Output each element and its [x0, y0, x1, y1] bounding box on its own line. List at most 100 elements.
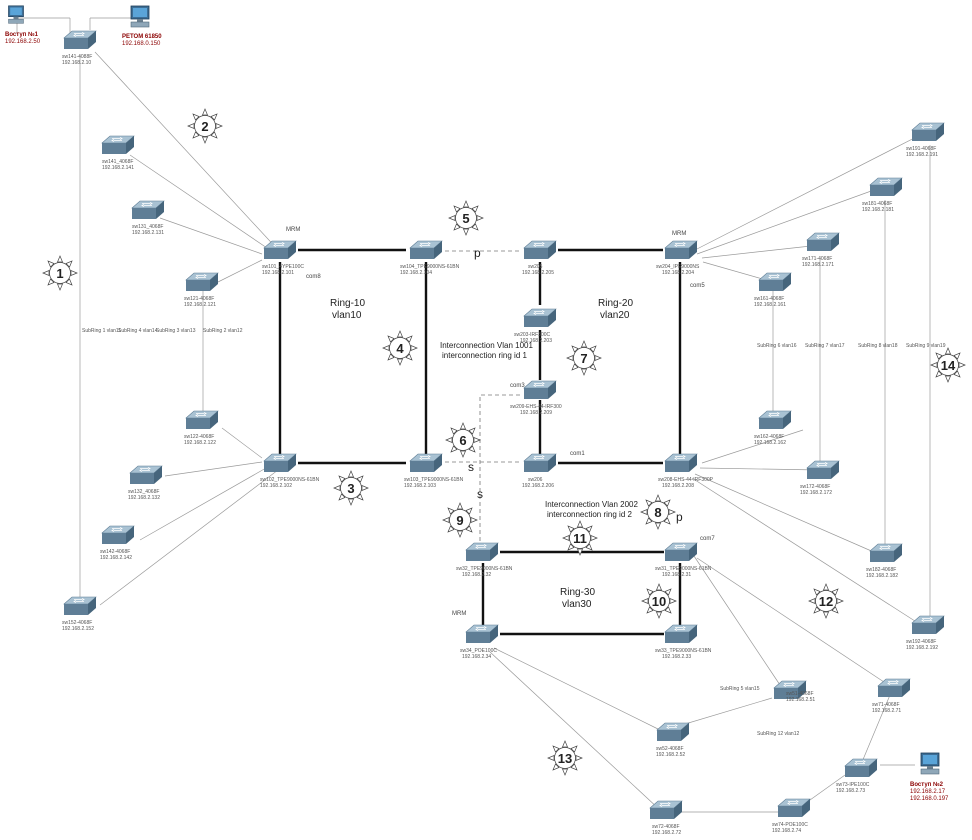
- computer-icon: [130, 5, 150, 28]
- switch-ip: 192.168.2.101: [262, 270, 294, 276]
- pc-2[interactable]: PETOM 61850 192.168.0.150: [122, 5, 162, 47]
- switch-ip: 192.168.2.32: [462, 572, 491, 578]
- switch-ip: 192.168.2.132: [128, 495, 160, 501]
- marker-12: 12: [808, 583, 844, 619]
- marker-7: 7: [566, 340, 602, 376]
- switch-icon: [664, 453, 698, 473]
- switch-icon: [523, 380, 557, 400]
- pc-ip: 192.168.2.50: [5, 39, 41, 45]
- switch-ip: 192.168.2.122: [184, 440, 216, 446]
- switch-ip: 192.168.2.141: [102, 165, 134, 171]
- switch-name: sw162-4068F: [754, 434, 784, 440]
- switch-name: sw71-4068F: [872, 702, 900, 708]
- secondary-marker: s: [477, 487, 483, 501]
- switch-name: sw203-IRF300C: [514, 332, 551, 338]
- svg-text:9: 9: [456, 513, 463, 528]
- switch-ip: 192.168.2.203: [520, 338, 552, 344]
- switch-ip: 192.168.2.74: [772, 828, 801, 834]
- svg-text:12: 12: [819, 594, 833, 609]
- svg-text:11: 11: [573, 531, 587, 546]
- ring-name: Ring-10: [330, 298, 365, 309]
- marker-2: 2: [187, 108, 223, 144]
- subring-label: SubRing 9 vlan19: [906, 343, 946, 349]
- switch-ip: 192.168.2.192: [906, 645, 938, 651]
- interconnection-vlan: Interconnection Vlan 2002: [545, 500, 639, 509]
- ring-links: [278, 248, 682, 636]
- svg-text:1: 1: [56, 266, 63, 281]
- subring-label: SubRing 4 vlan14: [118, 328, 158, 334]
- marker-10: 10: [641, 583, 677, 619]
- switch-name: sw204_IPE9000NS: [656, 264, 700, 270]
- switch-icon: [263, 240, 297, 260]
- switch-icon: [63, 596, 97, 616]
- access-links: [16, 17, 931, 813]
- switch-name: sw171-4068F: [802, 256, 832, 262]
- switch-name: sw33_TPE9000NS-61BN: [655, 648, 712, 654]
- pc-3[interactable]: Воступ №2 192.168.2.17 192.168.0.197: [910, 752, 949, 802]
- primary-marker: p: [474, 246, 481, 260]
- switch-icon: [185, 410, 219, 430]
- interconnection-ring-id: interconnection ring id 1: [442, 351, 527, 360]
- switch-icon: [911, 615, 945, 635]
- mrm-label: MRM: [286, 227, 300, 233]
- switch-ip: 192.168.2.208: [662, 483, 694, 489]
- switch-name: sw152-4068F: [62, 620, 92, 626]
- pc-ip: 192.168.0.197: [910, 796, 949, 802]
- interconnection-1-label: Interconnection Vlan 1001 interconnectio…: [440, 341, 534, 360]
- pc-1[interactable]: Воступ №1 192.168.2.50: [5, 5, 41, 45]
- ring-30-label: Ring-30 vlan30: [560, 587, 595, 610]
- switch-name: sw32_TPE9000NS-61BN: [456, 566, 513, 572]
- switch-ip: 192.168.2.182: [866, 573, 898, 579]
- switch-icon: [656, 722, 690, 742]
- switch-icon: [806, 232, 840, 252]
- switch-ip: 192.168.2.33: [662, 654, 691, 660]
- standby-links: [445, 250, 520, 548]
- interconnection-2-label: Interconnection Vlan 2002 interconnectio…: [545, 500, 639, 519]
- switch-name: sw208-EHS-44-IRF300P: [658, 477, 714, 483]
- switch-icon: [465, 542, 499, 562]
- interconnection-ring-id: interconnection ring id 2: [547, 510, 632, 519]
- switch-name: sw132_4068F: [128, 489, 159, 495]
- switch-name: sw102_TPE9000NS-61BN: [260, 477, 320, 483]
- switch-ip: 192.168.2.209: [520, 410, 552, 416]
- marker-8: 8: [640, 494, 676, 530]
- ring-10-label: Ring-10 vlan10: [330, 298, 365, 321]
- switch-ip: 192.168.2.52: [656, 752, 685, 758]
